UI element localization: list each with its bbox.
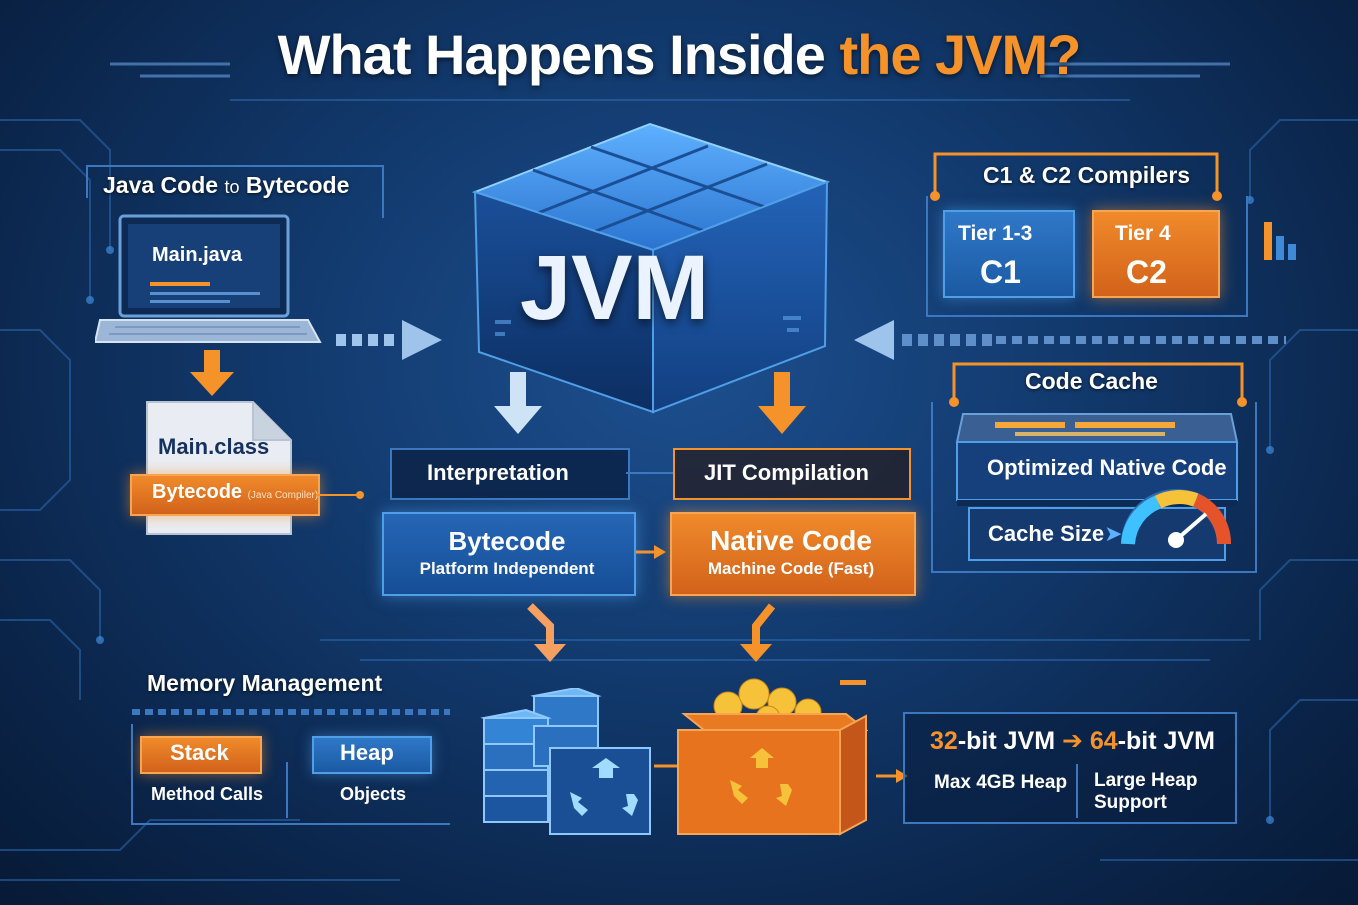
bytecode-card [382,512,636,596]
heap-label: Heap [340,740,394,765]
title-part-2: the JVM? [839,23,1081,86]
stack-tag [140,736,262,774]
bytecode-subtitle: Platform Independent [419,558,595,578]
stack-subtitle: Method Calls [151,784,264,804]
max-heap-note: Max 4GB Heap [934,772,1068,793]
laptop-icon [95,214,322,343]
blue-storage-icon [480,688,651,835]
java-panel-bracket [86,165,384,218]
cache-size-label: Cache Size➤ [988,521,1123,546]
memory-divider [286,762,288,818]
tier1-3-label: Tier 1-3 [958,222,1033,245]
jit-label: JIT Compilation [704,460,869,485]
c2-card [1092,210,1220,298]
jvm-cube [472,122,830,414]
bytecode-tag-label: Bytecode (Java Compiler) [152,481,319,503]
main-class-label: Main.class [158,434,270,459]
angle-arrow-right-icon [740,603,776,662]
bytecode-title: Bytecode [448,525,566,556]
compilers-bracket [926,152,1248,317]
jvm-bits-box [903,712,1237,824]
jvm-label: JVM [520,237,710,339]
down-arrow-left-icon [494,372,542,434]
right-arrow-icon [336,320,442,360]
code-cache-heading: Code Cache [1025,368,1158,394]
c2-label: C2 [1126,254,1167,290]
heap-tag [312,736,432,774]
native-code-title: Native Code [710,525,872,556]
heap-subtitle: Objects [340,784,407,804]
bytecode-tag [130,474,320,516]
interp-jit-connector [626,472,674,474]
compilers-heading: C1 & C2 Compilers [983,162,1191,188]
native-code-card-text: Native Code Machine Code (Fast) [670,518,912,586]
main-java-label: Main.java [152,244,243,266]
bars-icon [1264,222,1296,260]
jit-box [673,448,911,500]
gauge-icon [1121,489,1232,548]
large-heap-note: Large Heap Support [1094,770,1198,813]
angle-arrow-left-icon [527,603,566,662]
down-arrow-right-icon [758,372,806,434]
java-code-heading: Java Code to Bytecode [103,172,350,198]
memory-bracket [131,709,450,825]
small-arrow-icon [636,545,666,559]
bits-comparison: 32-bit JVM ➔ 64-bit JVM [930,727,1215,755]
title-part-1: What Happens Inside [277,23,840,86]
optimized-native-code-label: Optimized Native Code [987,455,1227,480]
memory-heading: Memory Management [147,670,383,696]
stack-label: Stack [170,740,229,765]
down-arrow-icon [190,350,234,396]
bin-arrow-icon [876,769,908,783]
bytecode-card-text: Bytecode Platform Independent [382,518,632,586]
code-cache-bracket [931,362,1257,573]
garbage-bin-icon [677,678,868,836]
native-code-card [670,512,916,596]
c1-card [943,210,1075,298]
left-arrow-icon [854,320,1286,360]
page-title: What Happens Inside the JVM? [0,22,1358,87]
tier4-label: Tier 4 [1115,222,1171,245]
bits-divider [1076,764,1078,818]
interpretation-label: Interpretation [427,460,569,485]
c1-label: C1 [980,254,1021,290]
interpretation-box [390,448,630,500]
bytecode-connector [316,491,364,499]
native-code-subtitle: Machine Code (Fast) [707,559,875,578]
